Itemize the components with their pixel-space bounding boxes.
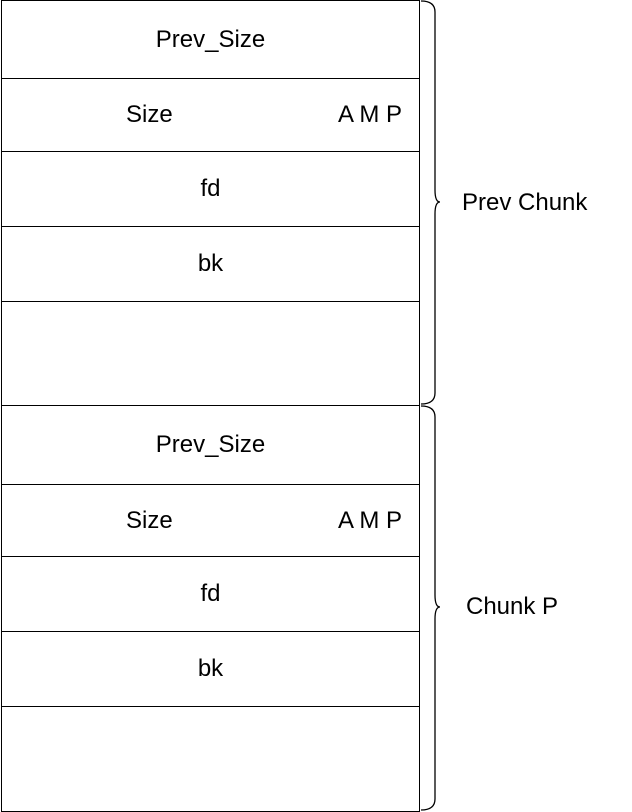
bk-field: bk [2, 227, 419, 302]
chunk-p-label: Chunk P [466, 593, 559, 620]
flag-bits-label: A M P [337, 101, 402, 128]
prev-size-field: Prev_Size [2, 406, 419, 485]
fd-field: fd [2, 152, 419, 227]
size-field: Size A M P [2, 79, 419, 152]
flag-bits-label: A M P [337, 506, 402, 534]
size-label: Size [126, 101, 173, 128]
user-data-field [2, 707, 419, 811]
fd-label: fd [200, 580, 221, 607]
prev-chunk-brace [420, 0, 441, 405]
prev-chunk-block: Prev_Size Size A M P fd bk [1, 0, 420, 406]
prev-chunk-label: Prev Chunk [462, 189, 588, 216]
chunk-p-block: Prev_Size Size A M P fd bk [1, 405, 420, 812]
user-data-field [2, 302, 419, 405]
prev-size-label: Prev_Size [155, 431, 266, 458]
size-field: Size A M P [2, 485, 419, 557]
bk-field: bk [2, 632, 419, 707]
fd-field: fd [2, 557, 419, 632]
bk-label: bk [197, 250, 224, 277]
prev-size-label: Prev_Size [155, 25, 266, 53]
size-label: Size [126, 506, 173, 534]
bk-label: bk [197, 655, 224, 682]
prev-size-field: Prev_Size [2, 1, 419, 79]
chunk-p-brace [420, 405, 441, 811]
fd-label: fd [200, 175, 221, 202]
